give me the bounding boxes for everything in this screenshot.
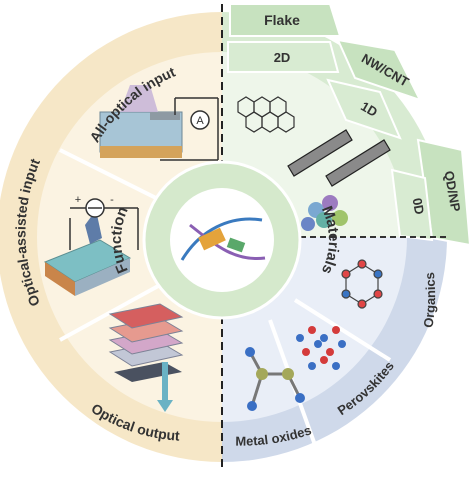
strip-2d-shape (227, 41, 340, 73)
label-2d: 2D (274, 50, 291, 65)
label-organics: Organics (421, 272, 439, 329)
label-flake: Flake (264, 12, 300, 28)
label-0d: 0D (410, 197, 428, 216)
label-qd-np: QD/NP (441, 170, 463, 213)
source-plus: + (75, 194, 81, 206)
optical-output-illustration (108, 303, 184, 412)
strip-0d-shape (390, 168, 434, 242)
nanotube-1d-illustration (287, 129, 391, 187)
label-1d: 1D (358, 98, 380, 119)
ammeter-symbol: A (196, 115, 204, 127)
tab-nw-cnt-shape (336, 38, 422, 102)
label-function: Function (108, 204, 132, 275)
quantum-dot-0d-illustration (301, 195, 348, 231)
materials-divider-organics (293, 298, 392, 362)
organics-molecule-illustration (341, 259, 383, 309)
center-device-illustration (180, 217, 266, 261)
function-divider-top (59, 148, 161, 202)
strip-1d-shape (326, 78, 402, 140)
all-optical-input-illustration: A (99, 85, 219, 161)
source-minus: - (110, 194, 114, 206)
tab-flake-shape (229, 3, 342, 37)
graphene-2d-illustration (237, 96, 295, 133)
perovskite-lattice-illustration (296, 326, 346, 370)
ammeter-icon (190, 110, 210, 130)
metal-oxide-illustration (245, 347, 305, 411)
function-divider-bottom (59, 283, 161, 342)
optical-assisted-input-illustration: + - (43, 194, 139, 296)
